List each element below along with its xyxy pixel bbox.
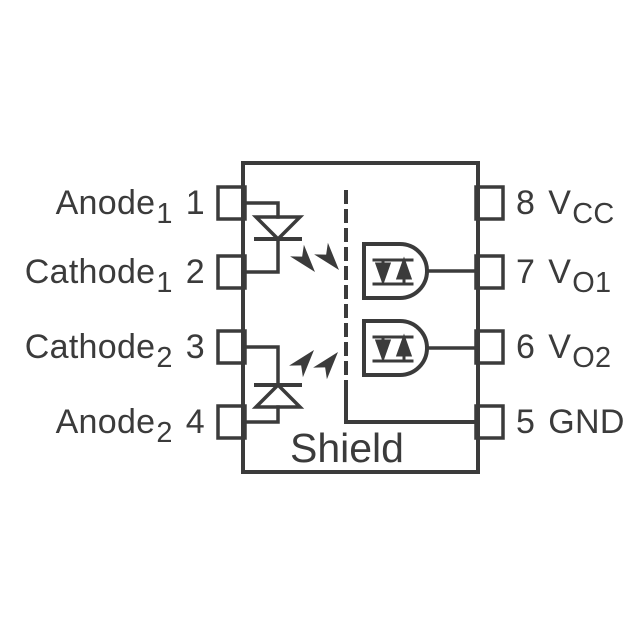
pin-number-2: 2 bbox=[185, 253, 205, 291]
pin-3-box bbox=[216, 329, 247, 365]
pin-1-box bbox=[216, 185, 247, 221]
pin-7-box bbox=[474, 254, 505, 290]
pin-name-subscript: 2 bbox=[156, 341, 173, 374]
pin-name-subscript: O1 bbox=[572, 266, 612, 299]
detector1-gate-icon bbox=[362, 242, 429, 300]
pin-6-box bbox=[474, 329, 505, 365]
pin-number-1: 1 bbox=[185, 184, 205, 222]
wire-cathode1 bbox=[243, 237, 280, 274]
pin-name: V bbox=[548, 184, 572, 222]
pin-5-box bbox=[474, 404, 505, 440]
pin-name-subscript: O2 bbox=[572, 341, 612, 374]
pin-4-box bbox=[216, 404, 247, 440]
pin-name: V bbox=[548, 328, 572, 366]
detector2-photodiode-icon bbox=[372, 333, 414, 363]
pin-name: GND bbox=[548, 403, 625, 441]
led1-triangle-icon bbox=[251, 215, 305, 242]
pin-8-box bbox=[474, 185, 505, 221]
detector2-gate-icon bbox=[362, 319, 429, 377]
pin-name-subscript: 1 bbox=[156, 197, 173, 230]
pin-name: Anode bbox=[55, 403, 156, 441]
pin-name-subscript: 1 bbox=[156, 266, 173, 299]
pin-number-5: 5 bbox=[516, 403, 536, 441]
pin-number-8: 8 bbox=[516, 184, 536, 222]
pin-name: Cathode bbox=[24, 253, 156, 291]
led2-triangle-icon bbox=[251, 382, 305, 409]
wire-anode1 bbox=[243, 201, 280, 219]
pin-name-subscript: 2 bbox=[156, 416, 173, 449]
light-arrows-channel2-icon bbox=[289, 350, 338, 380]
pin-number-7: 7 bbox=[516, 253, 536, 291]
shield-ground-wire bbox=[344, 391, 479, 424]
shield-label: Shield bbox=[290, 425, 404, 471]
pin-number-4: 4 bbox=[185, 403, 205, 441]
pin-number-6: 6 bbox=[516, 328, 536, 366]
pin-name: Cathode bbox=[24, 328, 156, 366]
pin-2-box bbox=[216, 254, 247, 290]
pin-number-3: 3 bbox=[185, 328, 205, 366]
light-arrows-channel1-icon bbox=[290, 242, 339, 272]
pin-name-subscript: CC bbox=[572, 197, 615, 230]
wire-cathode2 bbox=[243, 345, 280, 387]
pin-name: Anode bbox=[55, 184, 156, 222]
ic-body-outline bbox=[241, 161, 480, 474]
pin-label-gnd: 5 GND bbox=[516, 402, 626, 442]
wire-anode2 bbox=[243, 405, 280, 424]
detector1-photodiode-icon bbox=[372, 256, 414, 286]
pin-name: V bbox=[548, 253, 572, 291]
